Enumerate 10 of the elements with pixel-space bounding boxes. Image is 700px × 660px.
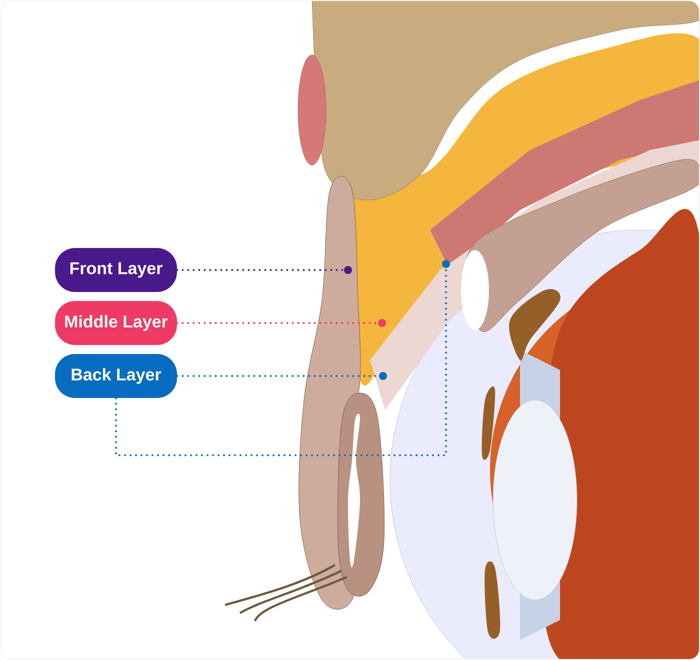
marker-dot xyxy=(378,319,386,327)
leader-line xyxy=(115,267,447,456)
marker-dot xyxy=(379,372,387,380)
leader-line xyxy=(176,269,345,271)
marker-dot xyxy=(344,266,352,274)
marker-dot xyxy=(442,260,450,268)
label-pill: Back Layer xyxy=(55,354,177,398)
label-pill: Front Layer xyxy=(55,248,177,292)
label-pill: Middle Layer xyxy=(55,301,177,345)
leader-line xyxy=(176,322,379,324)
